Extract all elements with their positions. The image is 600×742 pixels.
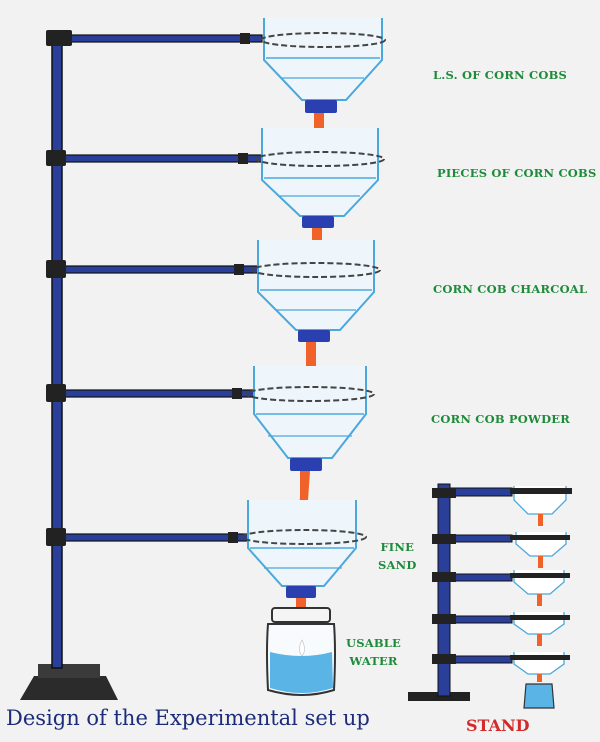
arm-4: [61, 389, 255, 398]
arm-2: [61, 154, 263, 163]
filter-bottle-4: [245, 366, 375, 516]
main-pole: [51, 41, 63, 669]
label-corn-cob-powder: CORN COB POWDER: [431, 412, 571, 426]
support-arms: [61, 34, 263, 542]
water-flow: [306, 342, 316, 372]
label-pieces-corn-cobs: PIECES OF CORN COBS: [437, 166, 597, 180]
water-jar: [266, 607, 336, 696]
pipe-joints: [46, 30, 250, 546]
filter-bottle-5: [241, 500, 367, 610]
arm-1: [61, 34, 263, 43]
bottle-cap: [305, 100, 337, 113]
filter-bottle-1: [260, 18, 386, 138]
stand-base-plate: [38, 664, 100, 678]
bottle-cap: [286, 586, 316, 598]
bottle-cap: [298, 330, 330, 342]
label-usable-water: USABLE WATER: [346, 634, 401, 670]
arm-5: [61, 533, 251, 542]
label-water: WATER: [349, 654, 398, 668]
label-fine-sand: FINE SAND: [378, 538, 417, 574]
diagram-caption: Design of the Experimental set up: [6, 706, 370, 730]
filter-bottle-3: [251, 240, 381, 372]
stand-base: [20, 676, 118, 700]
bottle-cap: [290, 458, 322, 471]
label-usable: USABLE: [346, 636, 402, 650]
label-ls-corn-cobs: L.S. OF CORN COBS: [433, 68, 568, 82]
bottle-cap: [302, 216, 334, 228]
label-corn-cob-charcoal: CORN COB CHARCOAL: [433, 282, 588, 296]
arm-3: [61, 265, 259, 274]
mini-stand: [408, 483, 572, 709]
water-flow: [314, 113, 324, 138]
filter-bottle-2: [255, 128, 385, 256]
stand-label: STAND: [466, 716, 530, 735]
label-fine: FINE: [380, 540, 415, 554]
water-flow: [296, 598, 306, 610]
label-sand: SAND: [378, 558, 417, 572]
